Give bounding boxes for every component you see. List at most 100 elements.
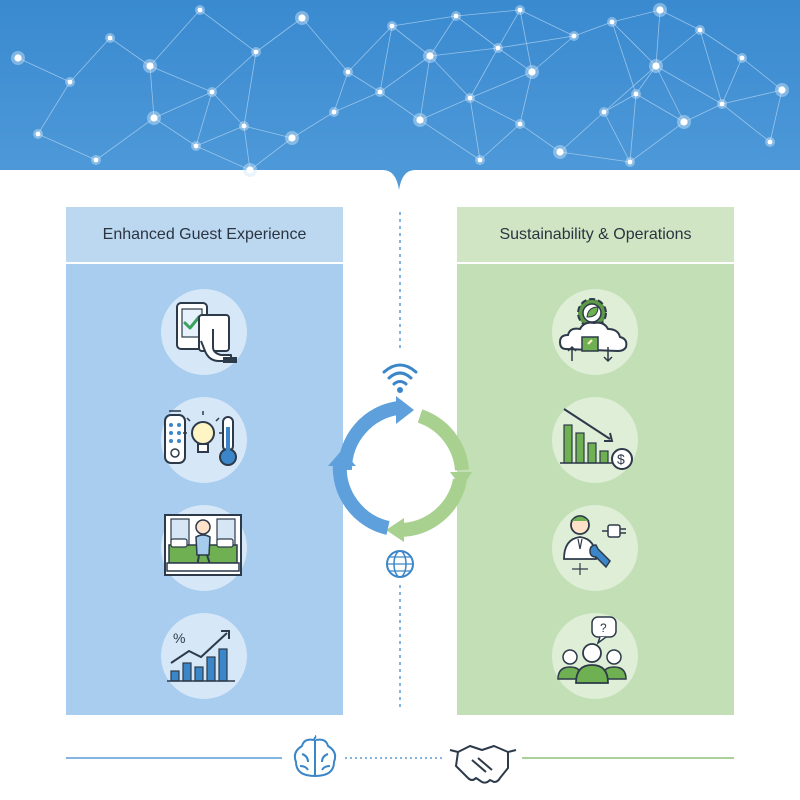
network-node xyxy=(517,7,523,13)
network-node xyxy=(377,89,383,95)
network-node xyxy=(528,68,536,76)
network-node xyxy=(477,157,483,163)
network-link xyxy=(603,65,657,113)
network-link xyxy=(469,71,533,99)
network-node xyxy=(298,14,306,22)
network-link xyxy=(37,133,97,161)
network-link xyxy=(559,151,631,163)
network-link xyxy=(195,145,251,171)
cost-reduction-chart-icon: $ xyxy=(560,408,633,470)
network-link xyxy=(699,29,723,105)
network-link xyxy=(497,9,521,49)
network-link xyxy=(195,91,213,147)
network-link xyxy=(519,71,533,125)
personalized-offers-growth-icon: % xyxy=(167,630,235,682)
panel-title-guest-experience: Enhanced Guest Experience xyxy=(66,207,343,264)
eco-gear-cloud-icon xyxy=(558,298,628,363)
handshake-icon xyxy=(449,745,517,784)
network-link xyxy=(559,111,605,153)
network-link xyxy=(655,29,701,67)
network-link xyxy=(243,51,257,127)
network-node xyxy=(571,33,577,39)
network-node xyxy=(93,157,99,163)
network-link xyxy=(469,47,499,99)
network-link xyxy=(531,35,575,73)
network-node xyxy=(495,45,501,51)
network-link xyxy=(149,65,213,93)
network-link xyxy=(301,17,349,73)
network-node xyxy=(67,79,73,85)
network-node xyxy=(14,54,22,62)
network-link xyxy=(603,93,637,113)
network-node xyxy=(389,23,395,29)
icon-badge-maintenance xyxy=(552,505,638,591)
network-link xyxy=(153,117,197,147)
network-link xyxy=(211,91,245,127)
icon-badge-mobile xyxy=(161,289,247,375)
network-node xyxy=(288,134,296,142)
network-node xyxy=(767,139,773,145)
network-node xyxy=(652,62,660,70)
network-link xyxy=(497,47,533,73)
network-node xyxy=(197,7,203,13)
network-link xyxy=(479,123,521,161)
network-node xyxy=(246,166,254,174)
network-node xyxy=(633,91,639,97)
network-link xyxy=(519,9,575,37)
network-link xyxy=(683,103,723,123)
network-link xyxy=(611,21,637,95)
network-node xyxy=(345,69,351,75)
network-node xyxy=(253,49,259,55)
network-node xyxy=(697,27,703,33)
cycle-arrows-icon xyxy=(328,396,472,542)
network-link xyxy=(429,15,457,57)
smart-room-controls-icon xyxy=(164,410,237,466)
network-link xyxy=(497,35,575,49)
network-banner xyxy=(0,0,800,190)
panel-guest-experience: Enhanced Guest Experience xyxy=(66,207,343,715)
brain-icon xyxy=(293,735,337,777)
network-link xyxy=(333,91,381,113)
network-link xyxy=(95,117,155,161)
network-node xyxy=(193,143,199,149)
network-node xyxy=(35,131,41,137)
network-link xyxy=(573,21,613,37)
network-link xyxy=(379,91,421,121)
network-link xyxy=(635,65,657,95)
network-node xyxy=(107,35,113,41)
network-link xyxy=(333,71,349,113)
smart-bed-guest-icon xyxy=(164,514,242,576)
panel-sustainability-operations: Sustainability & Operations $ xyxy=(457,207,734,715)
network-node xyxy=(453,13,459,19)
svg-text:?: ? xyxy=(600,621,607,635)
network-link xyxy=(721,103,771,143)
network-node xyxy=(416,116,424,124)
svg-text:$: $ xyxy=(617,451,625,467)
network-link xyxy=(469,97,521,125)
network-node xyxy=(467,95,473,101)
network-node xyxy=(656,6,664,14)
icon-badge-staff: ? xyxy=(552,613,638,699)
network-node xyxy=(209,89,215,95)
network-link xyxy=(69,37,111,83)
network-link xyxy=(379,25,393,93)
network-link xyxy=(391,15,457,27)
maintenance-staff-icon xyxy=(563,515,626,575)
icon-badge-growth: % xyxy=(161,613,247,699)
network-link xyxy=(291,111,335,139)
network-link xyxy=(629,93,637,163)
network-link xyxy=(659,9,701,31)
network-node xyxy=(609,19,615,25)
icon-badge-eco xyxy=(552,289,638,375)
network-link xyxy=(769,89,783,143)
network-link xyxy=(455,15,499,49)
network-node xyxy=(150,114,158,122)
icon-badge-room-controls xyxy=(161,397,247,483)
network-node xyxy=(517,121,523,127)
mobile-checkin-icon xyxy=(176,302,237,363)
network-node xyxy=(426,52,434,60)
network-link xyxy=(211,51,257,93)
network-link xyxy=(629,121,685,163)
network-link xyxy=(519,123,561,153)
network-node xyxy=(331,109,337,115)
